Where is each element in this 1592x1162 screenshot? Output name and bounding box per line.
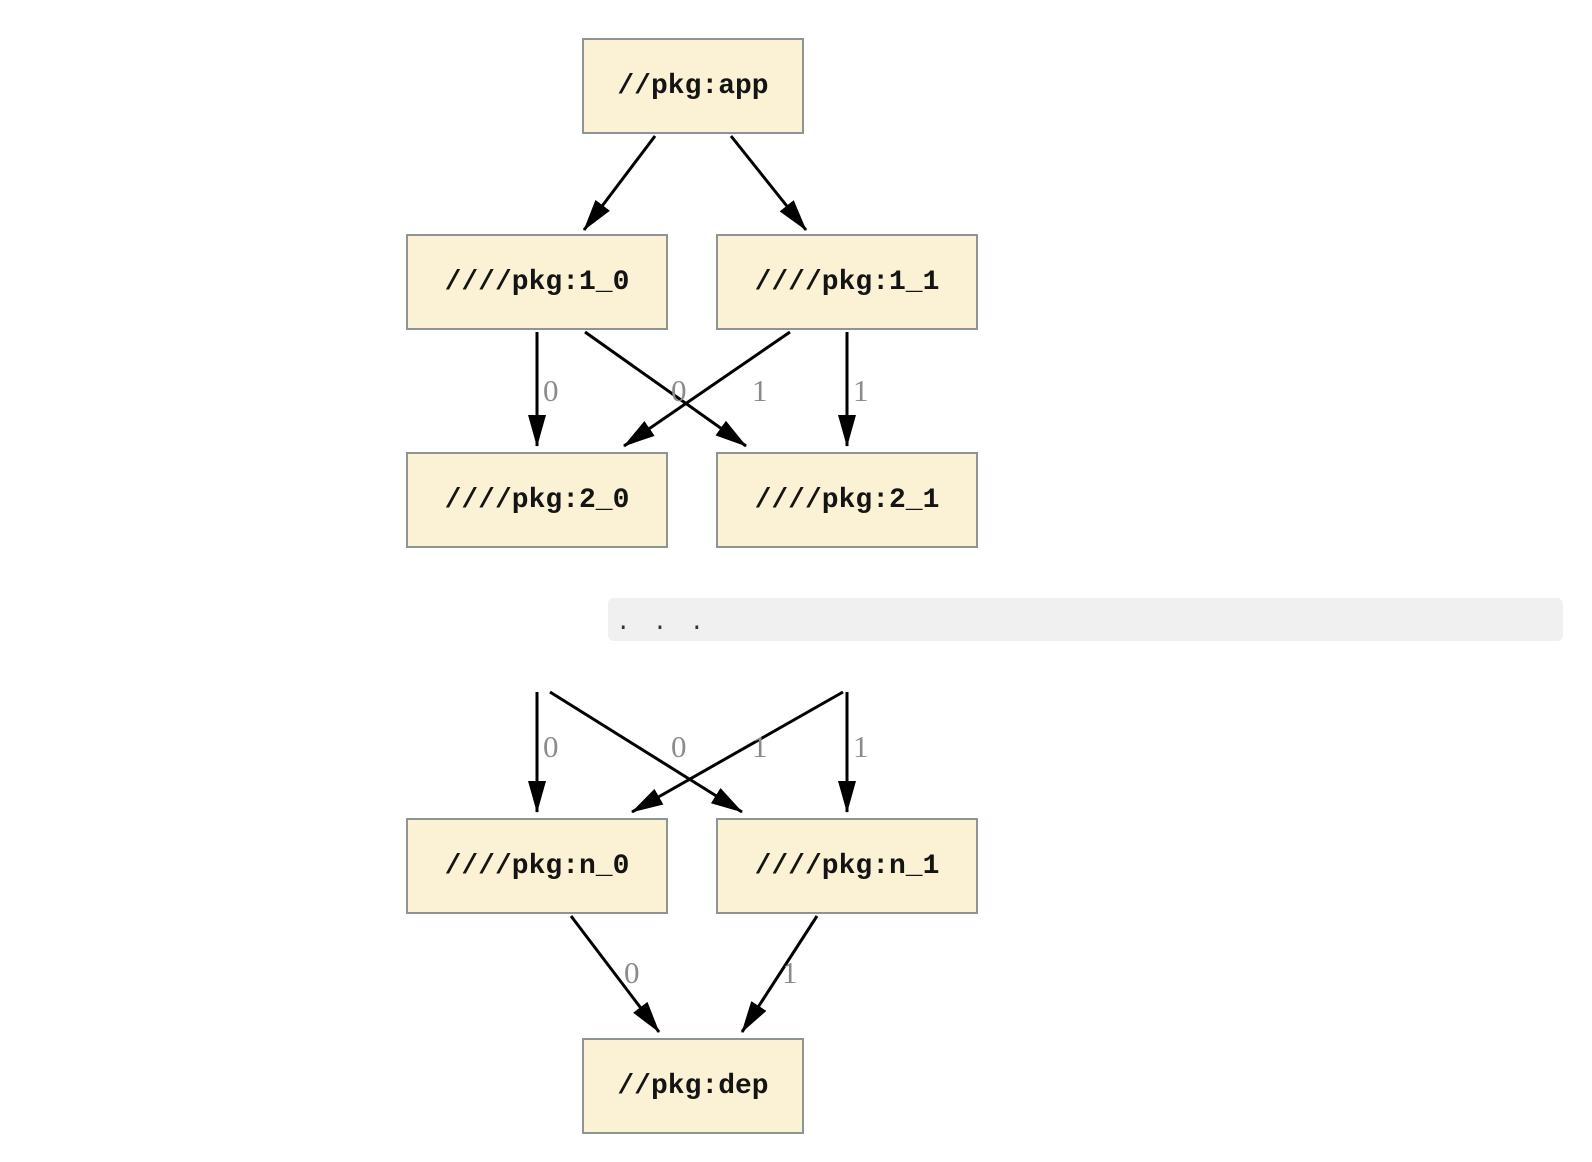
node-pkg-n-1: ////pkg:n_1	[716, 818, 978, 914]
edge-1-1-to-2-0	[623, 330, 791, 448]
edge-label-n-1-to-dep: 1	[782, 955, 798, 990]
edge-1-0-to-2-1	[584, 330, 747, 448]
edge-label-1-0-to-2-1: 1	[752, 373, 768, 408]
node-pkg-n-1-label: ////pkg:n_1	[754, 850, 940, 882]
node-pkg-2-1: ////pkg:2_1	[716, 452, 978, 548]
node-pkg-dep: //pkg:dep	[582, 1038, 804, 1134]
node-pkg-app: //pkg:app	[582, 38, 804, 134]
edge-label-1-1-to-2-0: 0	[671, 373, 687, 408]
edge-n-0-to-dep	[569, 915, 661, 1033]
node-pkg-n-0: ////pkg:n_0	[406, 818, 668, 914]
node-pkg-2-1-label: ////pkg:2_1	[754, 484, 940, 516]
ellipsis-bar: . . .	[608, 598, 1563, 641]
node-pkg-1-1: ////pkg:1_1	[716, 234, 978, 330]
edge-label-to-n-0-straight: 0	[543, 729, 559, 764]
node-pkg-app-label: //pkg:app	[617, 70, 769, 102]
edge-ellipsis-to-n-0-cross	[631, 690, 844, 814]
edge-label-1-0-to-2-0: 0	[543, 373, 559, 408]
node-pkg-2-0: ////pkg:2_0	[406, 452, 668, 548]
edge-label-to-n-1-cross: 1	[752, 729, 768, 764]
node-pkg-2-0-label: ////pkg:2_0	[444, 484, 630, 516]
node-pkg-1-1-label: ////pkg:1_1	[754, 266, 940, 298]
edge-app-to-1-0	[582, 135, 657, 231]
edge-label-to-n-0-cross: 0	[671, 729, 687, 764]
edge-app-to-1-1	[729, 135, 808, 231]
node-pkg-1-0: ////pkg:1_0	[406, 234, 668, 330]
edge-label-n-0-to-dep: 0	[624, 955, 640, 990]
ellipsis-text: . . .	[616, 610, 709, 637]
edge-ellipsis-to-n-1-cross	[549, 690, 743, 814]
edge-label-to-n-1-straight: 1	[853, 729, 869, 764]
node-pkg-n-0-label: ////pkg:n_0	[444, 850, 630, 882]
edge-n-1-to-dep	[740, 915, 819, 1033]
node-pkg-1-0-label: ////pkg:1_0	[444, 266, 630, 298]
node-pkg-dep-label: //pkg:dep	[617, 1070, 769, 1102]
edge-label-1-1-to-2-1: 1	[853, 373, 869, 408]
